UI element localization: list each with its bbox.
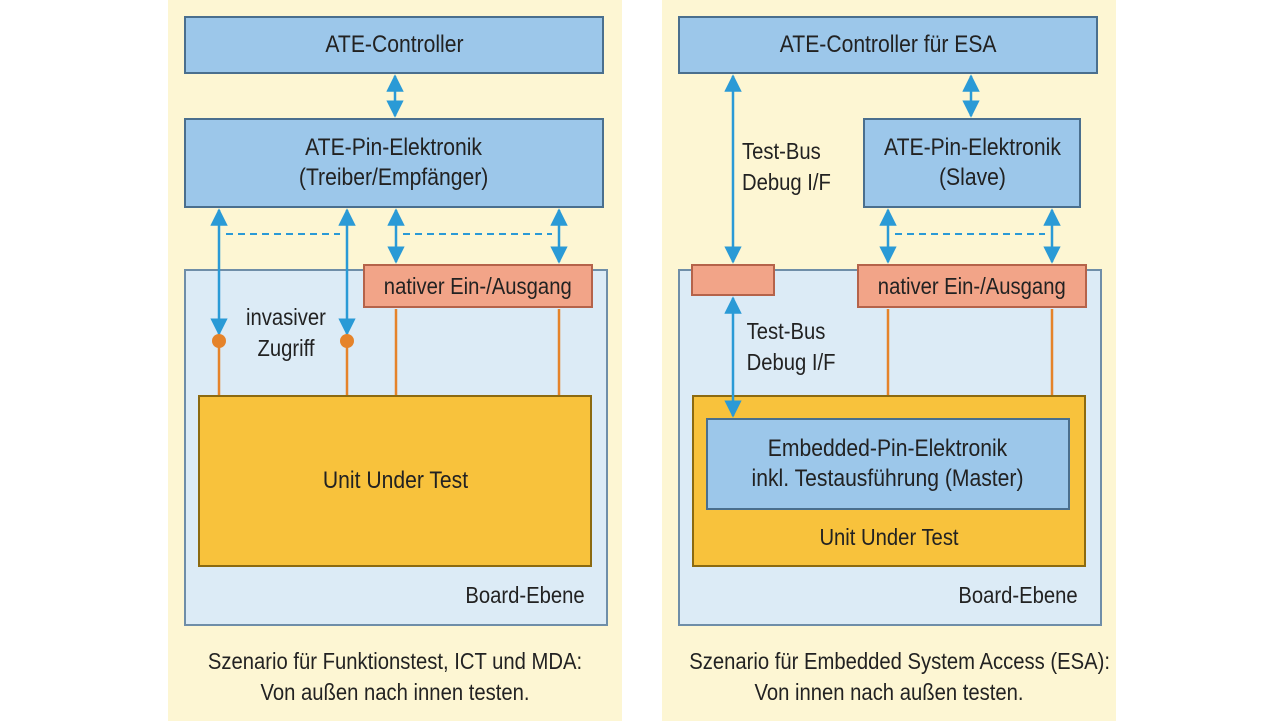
right-caption: Szenario für Embedded System Access (ESA…	[689, 648, 1110, 705]
left-invasive-access-label: invasiver Zugriff	[246, 304, 326, 361]
right-native-io-label: nativer Ein-/Ausgang	[878, 272, 1066, 299]
right-testbus-top-label: Test-Bus Debug I/F	[742, 138, 831, 195]
right-embedded-pin-electronics-label: Embedded-Pin-Elektronik inkl. Testausfüh…	[752, 435, 1024, 492]
right-embedded-pin-electronics: Embedded-Pin-Elektronik inkl. Testausfüh…	[706, 418, 1070, 510]
left-uut-label: Unit Under Test	[322, 467, 468, 494]
left-ate-pin-electronics: ATE-Pin-Elektronik (Treiber/Empfänger)	[184, 118, 604, 208]
right-ate-controller-esa: ATE-Controller für ESA	[678, 16, 1098, 74]
right-uut-label: Unit Under Test	[819, 524, 959, 550]
right-test-access-port	[691, 264, 775, 296]
left-native-io-label: nativer Ein-/Ausgang	[384, 272, 572, 299]
left-ate-pin-electronics-label: ATE-Pin-Elektronik (Treiber/Empfänger)	[299, 134, 489, 191]
left-native-io: nativer Ein-/Ausgang	[363, 264, 593, 308]
right-testbus-bottom-label: Test-Bus Debug I/F	[746, 318, 836, 375]
left-caption: Szenario für Funktionstest, ICT und MDA:…	[207, 648, 583, 705]
left-ate-controller-label: ATE-Controller	[324, 31, 464, 58]
right-ate-controller-label: ATE-Controller für ESA	[779, 31, 997, 58]
right-board-label: Board-Ebene	[958, 582, 1078, 608]
left-board-label: Board-Ebene	[465, 582, 585, 608]
left-ate-controller: ATE-Controller	[184, 16, 604, 74]
left-unit-under-test: Unit Under Test	[198, 395, 592, 567]
right-native-io: nativer Ein-/Ausgang	[857, 264, 1087, 308]
right-ate-pin-electronics-label: ATE-Pin-Elektronik (Slave)	[883, 134, 1061, 191]
right-ate-pin-electronics-slave: ATE-Pin-Elektronik (Slave)	[863, 118, 1081, 208]
